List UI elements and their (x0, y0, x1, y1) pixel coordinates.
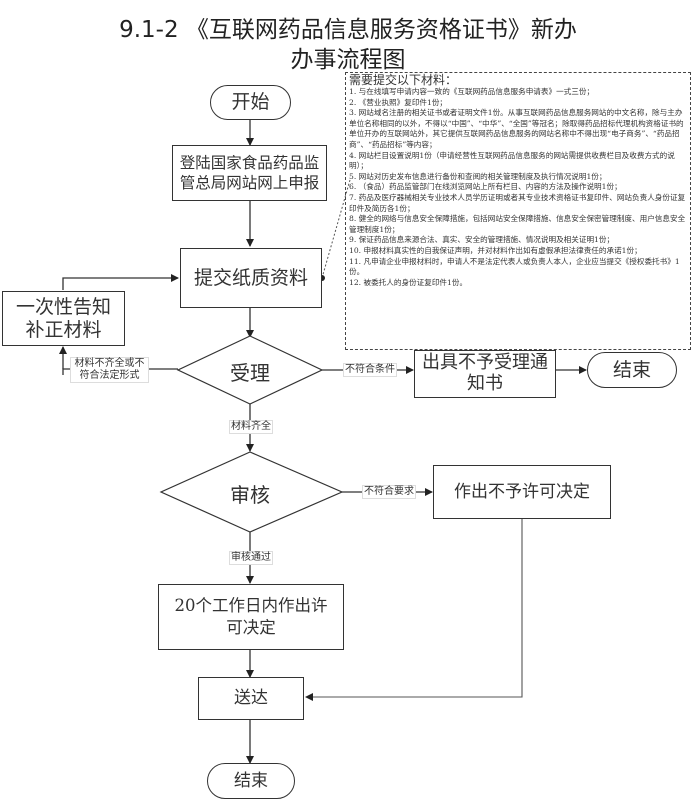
edge-label-not-meet: 不符合要求 (362, 485, 416, 499)
materials-item: 2. 《营业执照》复印件1份； (349, 97, 448, 107)
edge-label-not-qualified: 不符合条件 (343, 363, 397, 377)
online-apply-label: 登陆国家食品药品监管总局网站网上申报 (179, 153, 320, 192)
start-label: 开始 (231, 91, 270, 114)
start-terminal: 开始 (210, 85, 291, 120)
materials-item: 1. 与在线填写申请内容一致的《互联网药品信息服务申请表》一式三份； (349, 87, 595, 96)
materials-note: 需要提交以下材料： 1. 与在线填写申请内容一致的《互联网药品信息服务申请表》一… (345, 72, 691, 350)
review-label: 审核 (230, 483, 270, 507)
online-apply-step: 登陆国家食品药品监管总局网站网上申报 (172, 145, 327, 201)
deliver-step: 送达 (198, 677, 304, 720)
grant-decision-step: 20个工作日内作出许可决定 (158, 584, 344, 650)
grant-decision-label: 20个工作日内作出许可决定 (174, 595, 328, 637)
end-terminal: 结束 (207, 763, 295, 799)
materials-item: 11. 凡申请企业申报材料时，申请人不是法定代表人或负责人本人，企业应当提交《授… (349, 256, 680, 277)
end-reject-label: 结束 (612, 358, 651, 381)
review-diamond (159, 451, 344, 533)
accept-label: 受理 (230, 361, 270, 385)
end-label: 结束 (234, 770, 268, 791)
edge-label-complete: 材料齐全 (229, 420, 273, 434)
accept-diamond (176, 335, 324, 405)
page-title-line2: 办事流程图 (290, 47, 406, 73)
reject-notice-label: 出具不予受理通知书 (422, 352, 548, 394)
materials-item: 12. 被委托人的身份证复印件1份。 (349, 277, 468, 287)
materials-item: 3. 网站域名注册的相关证书或者证明文件1份。从事互联网药品信息服务网站的中文名… (349, 108, 684, 149)
page-title-line1: 9.1-2 《互联网药品信息服务资格证书》新办 (119, 17, 577, 43)
edge-label-passed: 审核通过 (229, 551, 273, 565)
materials-note-heading: 需要提交以下材料： (349, 73, 458, 87)
deliver-label: 送达 (234, 688, 268, 709)
reject-notice-step: 出具不予受理通知书 (414, 350, 556, 398)
notify-supplement-label: 一次性告知补正材料 (15, 295, 111, 341)
edge-notify-to-submit (62, 274, 179, 290)
edge-label-incomplete: 材料不齐全或不符合法定形式 (70, 357, 149, 383)
materials-item: 4. 网站栏目设置说明1份（申请经营性互联网药品信息服务的网站需提供收费栏目及收… (349, 150, 675, 171)
deny-decision-label: 作出不予许可决定 (454, 481, 590, 502)
edge-deny-to-deliver (305, 518, 523, 701)
end-reject-terminal: 结束 (587, 352, 677, 388)
materials-item: 5. 网站对历史发布信息进行备份和查阅的相关管理制度及执行情况说明1份； (349, 171, 607, 181)
materials-item: 6. （食品）药品监管部门在线浏览网站上所有栏目、内容的方法及操作说明1份； (349, 182, 622, 192)
materials-item: 9. 保证药品信息来源合法、真实、安全的管理措施、情况说明及相关证明1份； (349, 235, 615, 245)
deny-decision-step: 作出不予许可决定 (433, 465, 611, 519)
materials-item: 8. 健全的网络与信息安全保障措施，包括网站安全保障措施、信息安全保密管理制度、… (349, 214, 686, 234)
notify-supplement-step: 一次性告知补正材料 (2, 291, 125, 346)
submit-paper-label: 提交纸质资料 (193, 266, 308, 289)
submit-paper-step: 提交纸质资料 (180, 248, 322, 308)
materials-item: 7. 药品及医疗器械相关专业技术人员学历证明或者其专业技术资格证书复印件、网站负… (349, 192, 686, 213)
materials-item: 10. 申报材料真实性的自我保证声明，并对材料作出如有虚假承担法律责任的承诺1份… (349, 245, 642, 255)
